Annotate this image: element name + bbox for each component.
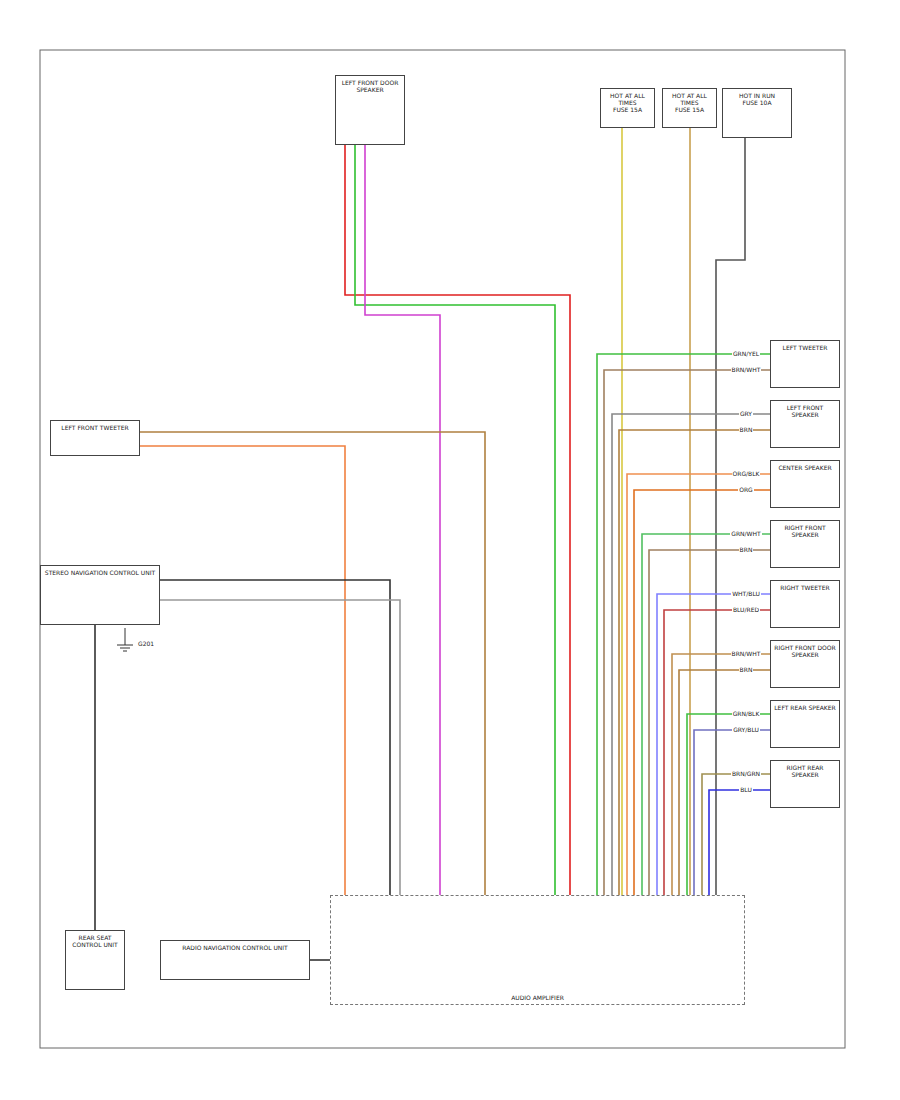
wire-color-code: BLU	[739, 787, 753, 794]
wire	[694, 730, 770, 895]
wire-color-code: BRN	[739, 667, 754, 674]
component-label: LEFT FRONT DOOR SPEAKER	[339, 79, 401, 93]
component-label: STEREO NAVIGATION CONTROL UNIT	[44, 569, 156, 576]
wire-color-code: GRY/BLU	[732, 727, 760, 734]
wire	[94, 625, 96, 930]
wire	[664, 610, 770, 895]
ground-symbol	[117, 628, 133, 651]
wire-color-code: BRN/WHT	[731, 367, 762, 374]
component-label: FUSE 15A	[666, 106, 713, 113]
component-label: AUDIO AMPLIFIER	[334, 994, 741, 1001]
wire-color-code: ORG/BLK	[732, 471, 761, 478]
component-label: HOT AT ALL TIMES	[666, 92, 713, 106]
wire-color-code: WHT/BLU	[731, 591, 761, 598]
speaker-box: CENTER SPEAKER	[770, 460, 840, 508]
wire-color-code: BLU/RED	[732, 607, 760, 614]
component-box: STEREO NAVIGATION CONTROL UNIT	[40, 565, 160, 625]
wire	[702, 774, 770, 895]
speaker-box: RIGHT FRONT SPEAKER	[770, 520, 840, 568]
component-box: LEFT FRONT TWEETER	[50, 420, 140, 456]
component-label: RIGHT FRONT DOOR SPEAKER	[774, 644, 836, 658]
wire	[642, 534, 770, 895]
speaker-box: LEFT FRONT SPEAKER	[770, 400, 840, 448]
component-label: CENTER SPEAKER	[774, 464, 836, 471]
speaker-box: RIGHT TWEETER	[770, 580, 840, 628]
wire	[604, 370, 770, 895]
component-label: FUSE 15A	[604, 106, 651, 113]
wire	[627, 474, 770, 895]
wire	[649, 550, 770, 895]
wire-color-code: BRN	[739, 547, 754, 554]
component-label: RIGHT REAR SPEAKER	[774, 764, 836, 778]
component-label: LEFT TWEETER	[774, 344, 836, 351]
wire	[619, 430, 770, 895]
component-box: HOT IN RUNFUSE 10A	[722, 88, 792, 138]
component-box: HOT AT ALL TIMESFUSE 15A	[600, 88, 655, 128]
component-box: HOT AT ALL TIMESFUSE 15A	[662, 88, 717, 128]
wire	[160, 580, 390, 895]
wire	[355, 145, 555, 895]
wire	[672, 654, 770, 895]
component-label: RIGHT TWEETER	[774, 584, 836, 591]
wire	[612, 414, 770, 895]
wire	[140, 446, 345, 895]
wire-color-code: BRN/WHT	[731, 651, 762, 658]
wire	[140, 432, 485, 895]
speaker-box: RIGHT FRONT DOOR SPEAKER	[770, 640, 840, 688]
wire-color-code: GRN/YEL	[732, 351, 760, 358]
wire	[634, 490, 770, 895]
wire	[310, 959, 330, 961]
speaker-box: LEFT TWEETER	[770, 340, 840, 388]
wire	[689, 128, 691, 895]
component-label: HOT IN RUN	[726, 92, 788, 99]
wire	[160, 600, 400, 895]
component-box: REAR SEAT CONTROL UNIT	[65, 930, 125, 990]
component-label: LEFT FRONT TWEETER	[54, 424, 136, 431]
wire	[679, 670, 770, 895]
component-label: FUSE 10A	[726, 99, 788, 106]
component-label: LEFT FRONT SPEAKER	[774, 404, 836, 418]
wire	[687, 714, 770, 895]
component-label: HOT AT ALL TIMES	[604, 92, 651, 106]
amplifier-unit: AUDIO AMPLIFIER	[330, 895, 745, 1005]
wire	[597, 354, 770, 895]
wire-color-code: GRN/BLK	[732, 711, 761, 718]
wire-color-code: ORG	[738, 487, 754, 494]
wire	[709, 790, 770, 895]
wire-color-code: BRN	[739, 427, 754, 434]
wire	[365, 145, 440, 895]
component-label: RIGHT FRONT SPEAKER	[774, 524, 836, 538]
wire	[621, 128, 623, 895]
component-label: RADIO NAVIGATION CONTROL UNIT	[164, 944, 306, 951]
component-box: LEFT FRONT DOOR SPEAKER	[335, 75, 405, 145]
wire	[657, 594, 770, 895]
speaker-box: RIGHT REAR SPEAKER	[770, 760, 840, 808]
page-border	[40, 50, 845, 1048]
wire-color-code: BRN/GRN	[731, 771, 761, 778]
wire	[345, 145, 570, 895]
wire-color-code: GRN/WHT	[730, 531, 761, 538]
component-box: RADIO NAVIGATION CONTROL UNIT	[160, 940, 310, 980]
component-label: REAR SEAT CONTROL UNIT	[69, 934, 121, 948]
ground-label: G201	[137, 641, 155, 648]
speaker-box: LEFT REAR SPEAKER	[770, 700, 840, 748]
wire-color-code: GRY	[739, 411, 753, 418]
wire	[716, 138, 745, 895]
component-label: LEFT REAR SPEAKER	[774, 704, 836, 711]
